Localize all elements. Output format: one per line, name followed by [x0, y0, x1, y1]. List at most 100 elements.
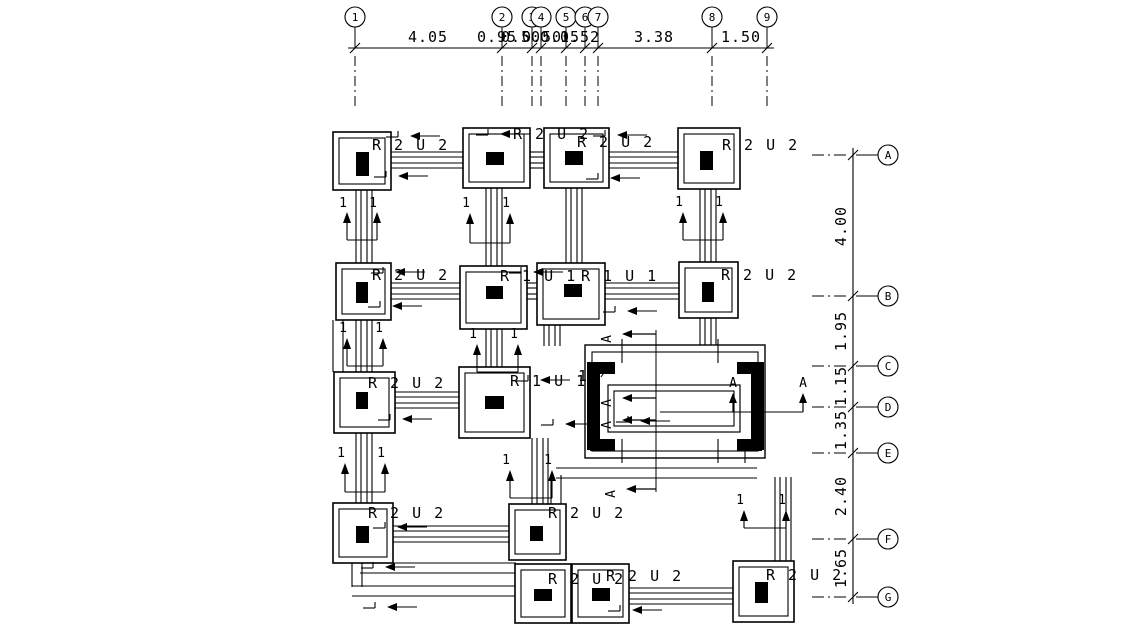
- section-1-label: 1: [339, 321, 347, 336]
- section-1-arrowhead: [782, 510, 790, 521]
- dimension-value-top: 4.05: [408, 28, 448, 46]
- column-block: [486, 152, 504, 165]
- footing-label: R 2 U 2: [548, 504, 625, 522]
- pit-corner-stub: [737, 439, 762, 451]
- dimension-value-right: 1.35: [832, 410, 850, 450]
- grid-bubble: [491, 6, 513, 28]
- grid-bubble: [587, 6, 609, 28]
- dimension-value-right: 4.00: [832, 206, 850, 246]
- dimension-value-right: 2.40: [832, 476, 850, 516]
- dimension-tick: [560, 42, 572, 54]
- section-1-arrowhead: [473, 344, 481, 355]
- dimension-tick: [847, 360, 859, 372]
- footing-label: R 1 U 1: [581, 267, 658, 285]
- column-block: [485, 396, 504, 409]
- section-1-arrowhead: [506, 213, 514, 224]
- footing-label: R 2 U 2: [548, 570, 625, 588]
- footing-label: 1: [578, 367, 589, 385]
- elbow-arrowhead: [610, 174, 620, 182]
- section-1-label: 1: [778, 493, 786, 508]
- section-1-arrowhead: [548, 470, 556, 481]
- pit-corner-stub: [737, 362, 762, 374]
- grid-bubble-letter: B: [885, 290, 892, 303]
- section-1-arrowhead: [343, 212, 351, 223]
- section-1-label: 1: [715, 195, 723, 210]
- dimension-value-top: 0.95: [477, 28, 517, 46]
- footing-label: R 2 U 2: [766, 566, 843, 584]
- grid-bubble-number: 2: [499, 11, 506, 24]
- section-1-arrowhead: [343, 338, 351, 349]
- section-1-arrowhead: [514, 344, 522, 355]
- column-block: [700, 151, 713, 170]
- dimension-value-top: 0.15: [540, 28, 580, 46]
- section-a-arrowhead: [622, 416, 632, 424]
- grid-bubble: [344, 6, 366, 28]
- dimension-tick: [496, 42, 508, 54]
- footing-inner: [464, 372, 525, 433]
- section-a-label: A: [600, 421, 615, 429]
- dimension-value-top: 1.50: [721, 28, 761, 46]
- dimension-tick: [592, 42, 604, 54]
- elbow-arrowhead: [397, 523, 407, 531]
- column-block: [356, 526, 369, 543]
- column-block: [755, 582, 768, 603]
- footing-inner: [520, 569, 566, 618]
- grid-bubble: [877, 144, 899, 166]
- grid-bubble: [701, 6, 723, 28]
- footing-inner: [542, 268, 600, 320]
- pit-wall-right: [751, 362, 764, 450]
- column-block: [486, 286, 503, 299]
- grid-bubble: [877, 442, 899, 464]
- grid-bubble-number: 8: [709, 11, 716, 24]
- section-1-arrowhead: [381, 463, 389, 474]
- footing-inner: [577, 569, 624, 618]
- pit-corner-stub: [590, 439, 615, 451]
- section-a-label: A: [799, 376, 807, 391]
- pit-wall-left: [587, 362, 600, 450]
- grid-bubble: [877, 528, 899, 550]
- elbow-arrowhead: [632, 606, 642, 614]
- grid-bubble: [530, 6, 552, 28]
- grid-bubble-letter: E: [885, 447, 892, 460]
- grid-bubble-letter: D: [885, 401, 892, 414]
- column-block: [565, 151, 583, 165]
- dimension-value-right: 1.65: [832, 548, 850, 588]
- elbow-arrowhead: [565, 420, 575, 428]
- grid-bubble-number: 9: [764, 11, 771, 24]
- footing-inner: [338, 508, 388, 558]
- dimension-value-top: 0.50: [522, 28, 562, 46]
- footing-label: R 2 U 2: [513, 125, 590, 143]
- footing-label: R 1 U 1: [510, 372, 587, 390]
- pit-corner-stub: [590, 362, 615, 374]
- footing-inner: [683, 133, 735, 184]
- column-block: [356, 392, 368, 409]
- elbow-arrowhead: [500, 130, 510, 138]
- dimension-value-right: 1.95: [832, 311, 850, 351]
- footing-inner: [738, 566, 789, 617]
- elbow-arrowhead: [385, 563, 395, 571]
- grid-bubble-letter: G: [885, 591, 892, 604]
- elbow-arrowhead: [627, 307, 637, 315]
- footing-label: R 2 U 2: [372, 266, 449, 284]
- dimension-tick: [847, 401, 859, 413]
- pit-core-inner: [613, 390, 735, 427]
- section-a-arrowhead: [622, 394, 632, 402]
- section-1-arrowhead: [506, 470, 514, 481]
- footing-inner: [514, 509, 561, 555]
- elbow-arrowhead: [617, 131, 627, 139]
- elbow-arrowhead: [640, 417, 650, 425]
- grid-bubble: [877, 586, 899, 608]
- footing-label: R 2 U 2: [722, 136, 799, 154]
- section-a-label: A: [600, 335, 615, 343]
- section-1-label: 1: [736, 493, 744, 508]
- dimension-value-right: 1.15: [832, 366, 850, 406]
- grid-bubble: [756, 6, 778, 28]
- column-block: [564, 284, 582, 297]
- dimension-tick: [526, 42, 538, 54]
- dimension-tick: [706, 42, 718, 54]
- dimension-tick: [847, 290, 859, 302]
- elbow-arrowhead: [395, 268, 405, 276]
- grid-bubble-letter: F: [885, 533, 892, 546]
- section-1-label: 1: [469, 327, 477, 342]
